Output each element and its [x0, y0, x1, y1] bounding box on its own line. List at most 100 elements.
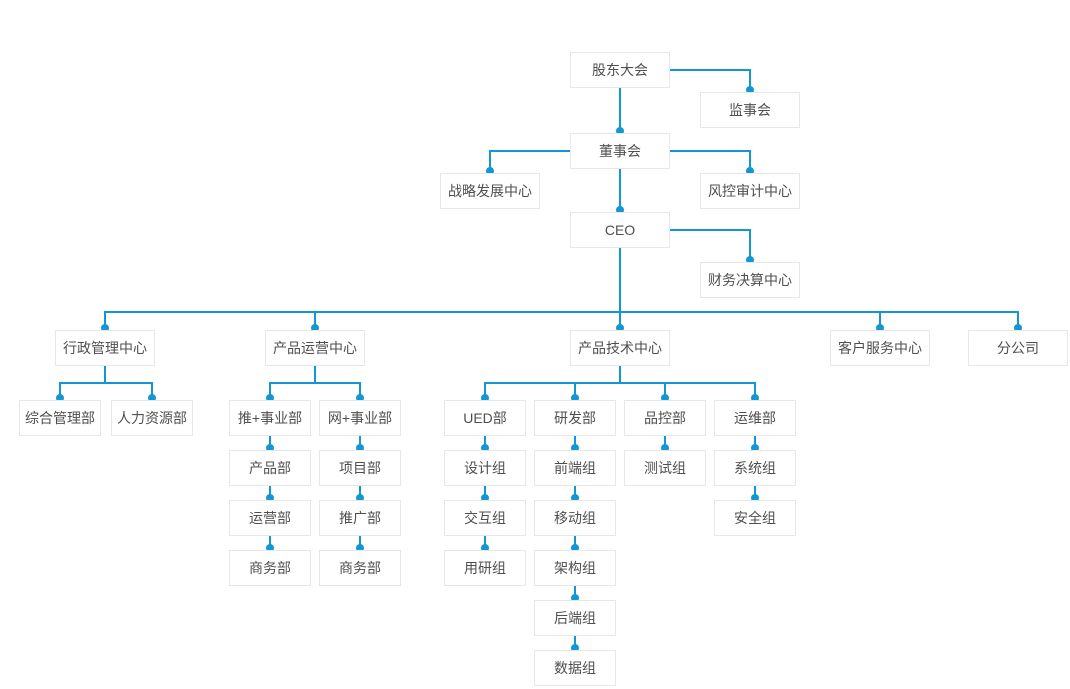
node-mobile-group: 移动组 [534, 500, 616, 536]
connector-line [749, 70, 751, 92]
connector-dot [751, 494, 759, 502]
connector-line [489, 151, 491, 173]
connector-dot [481, 444, 489, 452]
connector-line [484, 383, 486, 400]
connector-dot [746, 256, 754, 264]
node-architecture-group: 架构组 [534, 550, 616, 586]
connector-dot [616, 206, 624, 214]
connector-line [664, 383, 666, 400]
node-system-group: 系统组 [714, 450, 796, 486]
connector-line [749, 151, 751, 173]
connector-line [754, 383, 756, 400]
connector-line [314, 312, 316, 330]
connector-line [670, 69, 751, 71]
node-tui-business-dept: 商务部 [229, 550, 311, 586]
connector-dot [56, 394, 64, 402]
connector-line [484, 536, 486, 550]
connector-line [574, 486, 576, 500]
connector-line [269, 436, 271, 450]
node-finance-center: 财务决算中心 [700, 262, 800, 298]
connector-line [574, 586, 576, 600]
connector-line [489, 150, 570, 152]
node-user-research-group: 用研组 [444, 550, 526, 586]
connector-line [670, 229, 751, 231]
node-interaction-group: 交互组 [444, 500, 526, 536]
connector-dot [571, 494, 579, 502]
connector-dot [616, 324, 624, 332]
connector-dot [148, 394, 156, 402]
connector-dot [571, 594, 579, 602]
connector-dot [481, 544, 489, 552]
node-qc-dept: 品控部 [624, 400, 706, 436]
node-board-of-directors: 董事会 [570, 133, 670, 169]
connector-line [59, 383, 61, 400]
node-design-group: 设计组 [444, 450, 526, 486]
node-hr-dept: 人力资源部 [111, 400, 193, 436]
connector-dot [746, 167, 754, 175]
node-wang-division: 网+事业部 [319, 400, 401, 436]
node-wang-business-dept: 商务部 [319, 550, 401, 586]
connector-dot [266, 494, 274, 502]
connector-line [269, 486, 271, 500]
node-tui-division: 推+事业部 [229, 400, 311, 436]
connector-line [754, 486, 756, 500]
node-tui-operation-dept: 运营部 [229, 500, 311, 536]
connector-line [59, 382, 153, 384]
connector-line [104, 311, 1019, 313]
connector-line [484, 486, 486, 500]
connector-dot [876, 324, 884, 332]
connector-dot [571, 544, 579, 552]
connector-line [314, 366, 316, 383]
connector-line [619, 88, 621, 133]
node-tech-center: 产品技术中心 [570, 330, 670, 366]
connector-line [269, 382, 361, 384]
node-strategy-center: 战略发展中心 [440, 173, 540, 209]
connector-dot [751, 444, 759, 452]
connector-line [359, 383, 361, 400]
node-backend-group: 后端组 [534, 600, 616, 636]
connector-line [104, 312, 106, 330]
connector-dot [661, 394, 669, 402]
node-shareholders-meeting: 股东大会 [570, 52, 670, 88]
connector-dot [311, 324, 319, 332]
connector-line [754, 436, 756, 450]
connector-dot [356, 394, 364, 402]
node-security-group: 安全组 [714, 500, 796, 536]
connector-line [574, 436, 576, 450]
connector-line [269, 536, 271, 550]
node-ceo: CEO [570, 212, 670, 248]
connector-line [619, 248, 621, 330]
connector-line [359, 486, 361, 500]
connector-line [574, 636, 576, 650]
node-wang-project-dept: 项目部 [319, 450, 401, 486]
node-general-mgmt-dept: 综合管理部 [19, 400, 101, 436]
connector-line [1017, 312, 1019, 330]
connector-dot [746, 86, 754, 94]
connector-dot [481, 494, 489, 502]
connector-dot [356, 494, 364, 502]
connector-line [269, 383, 271, 400]
connector-dot [356, 444, 364, 452]
connector-line [574, 536, 576, 550]
connector-line [619, 366, 621, 383]
node-tui-product-dept: 产品部 [229, 450, 311, 486]
node-wang-promotion-dept: 推广部 [319, 500, 401, 536]
connector-line [151, 383, 153, 400]
connector-dot [571, 644, 579, 652]
connector-line [664, 436, 666, 450]
connector-dot [661, 444, 669, 452]
node-supervisory-board: 监事会 [700, 92, 800, 128]
connector-line [749, 230, 751, 262]
node-ued-dept: UED部 [444, 400, 526, 436]
connector-line [359, 436, 361, 450]
connector-line [670, 150, 751, 152]
connector-line [619, 169, 621, 212]
connector-dot [571, 394, 579, 402]
connector-dot [101, 324, 109, 332]
node-service-center: 客户服务中心 [830, 330, 930, 366]
node-branch-company: 分公司 [968, 330, 1068, 366]
connector-dot [571, 444, 579, 452]
node-ops-center: 产品运营中心 [265, 330, 365, 366]
node-rd-dept: 研发部 [534, 400, 616, 436]
node-om-dept: 运维部 [714, 400, 796, 436]
